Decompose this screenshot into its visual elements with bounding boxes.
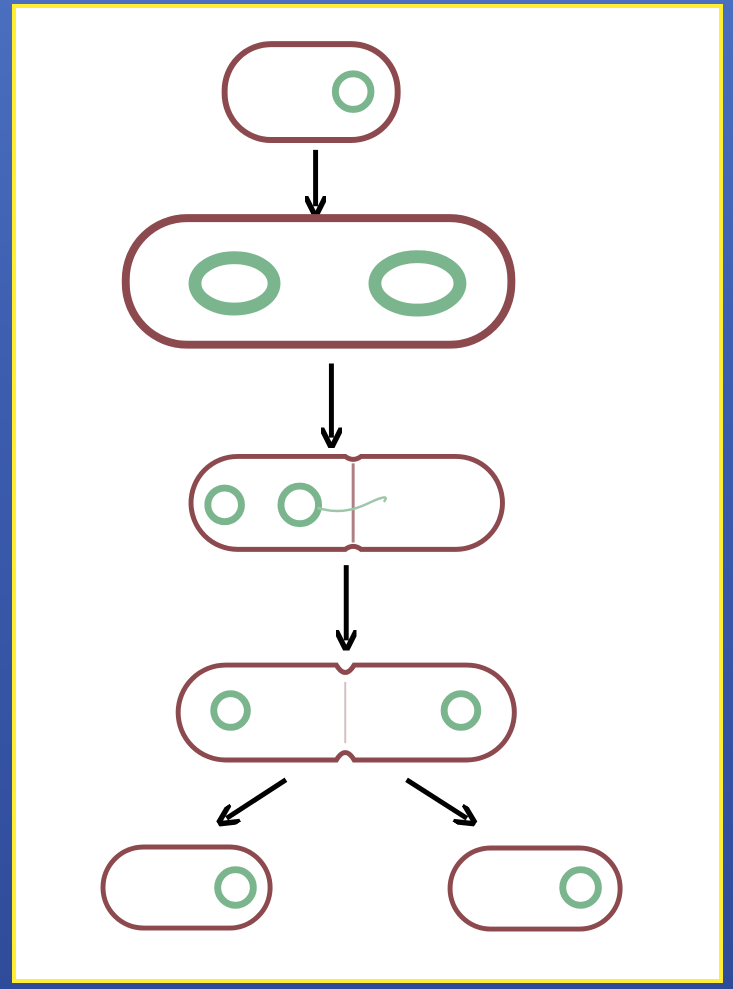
elongated-cell: [126, 218, 512, 345]
parent-cell: [225, 44, 398, 140]
dividing-cell-septum: [191, 456, 502, 549]
daughter-cell-left: [103, 847, 270, 928]
diagram-panel: [12, 4, 723, 983]
diagonal-arrow-icon: [227, 780, 286, 819]
separating-cells: [178, 665, 514, 760]
daughter-cell-right: [450, 848, 620, 929]
diagonal-arrow-icon: [407, 780, 467, 819]
binary-fission-diagram: [16, 8, 719, 979]
